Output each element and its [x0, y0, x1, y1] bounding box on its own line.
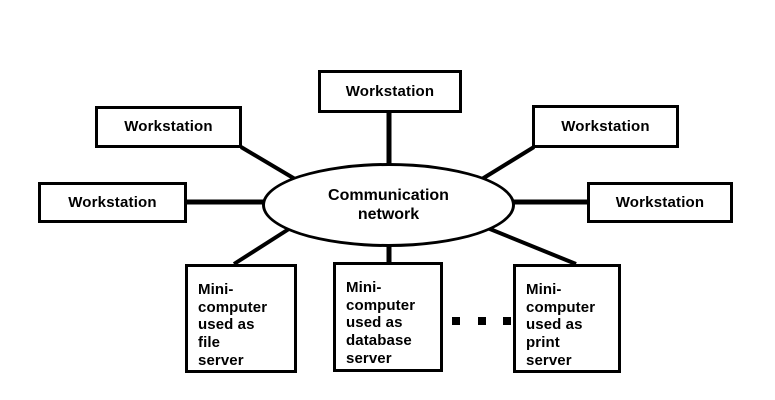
server-print-line-1: Mini- [526, 281, 562, 298]
workstation-right-label: Workstation [615, 193, 705, 211]
edge-workstation-upper-left [239, 145, 297, 181]
workstation-upper-right-label: Workstation [561, 117, 650, 135]
communication-network-label-line1: Communication [328, 186, 449, 204]
server-file-line-3: used as [198, 316, 255, 334]
workstation-upper-right-node[interactable]: Workstation [532, 105, 679, 148]
server-file-line-2: computer [198, 298, 268, 316]
server-print-line-3: used as [526, 316, 583, 334]
ellipsis-dot-1 [452, 317, 460, 325]
workstation-left-node[interactable]: Workstation [38, 182, 187, 223]
server-file-node[interactable]: Mini- computer used as file server [185, 264, 297, 373]
ellipsis-dot-2 [478, 317, 486, 325]
server-file-line-1: Mini- [198, 281, 234, 298]
server-database-line-2: computer [346, 296, 416, 314]
communication-network-node[interactable]: Communication network [262, 163, 515, 247]
edge-workstation-upper-right [480, 145, 536, 181]
server-print-line-4: print [526, 334, 560, 352]
workstation-top-node[interactable]: Workstation [318, 70, 462, 113]
server-print-line-5: server [526, 351, 572, 369]
server-print-node[interactable]: Mini- computer used as print server [513, 264, 621, 373]
edge-server-print [484, 225, 577, 266]
workstation-upper-left-label: Workstation [124, 118, 213, 136]
server-file-line-4: file [198, 334, 221, 352]
server-database-line-4: database [346, 332, 412, 350]
server-database-line-3: used as [346, 314, 403, 332]
server-database-line-5: server [346, 349, 392, 367]
server-print-line-2: computer [526, 298, 596, 316]
server-database-node[interactable]: Mini- computer used as database server [333, 262, 443, 372]
ellipsis-dot-3 [503, 317, 511, 325]
workstation-upper-left-node[interactable]: Workstation [95, 106, 242, 148]
server-database-line-1: Mini- [346, 279, 382, 296]
workstation-right-node[interactable]: Workstation [587, 182, 733, 223]
workstation-left-label: Workstation [68, 193, 157, 211]
communication-network-label-line2: network [357, 206, 420, 223]
server-file-line-5: server [198, 351, 244, 369]
edge-server-file [232, 225, 294, 266]
workstation-top-label: Workstation [345, 82, 435, 100]
